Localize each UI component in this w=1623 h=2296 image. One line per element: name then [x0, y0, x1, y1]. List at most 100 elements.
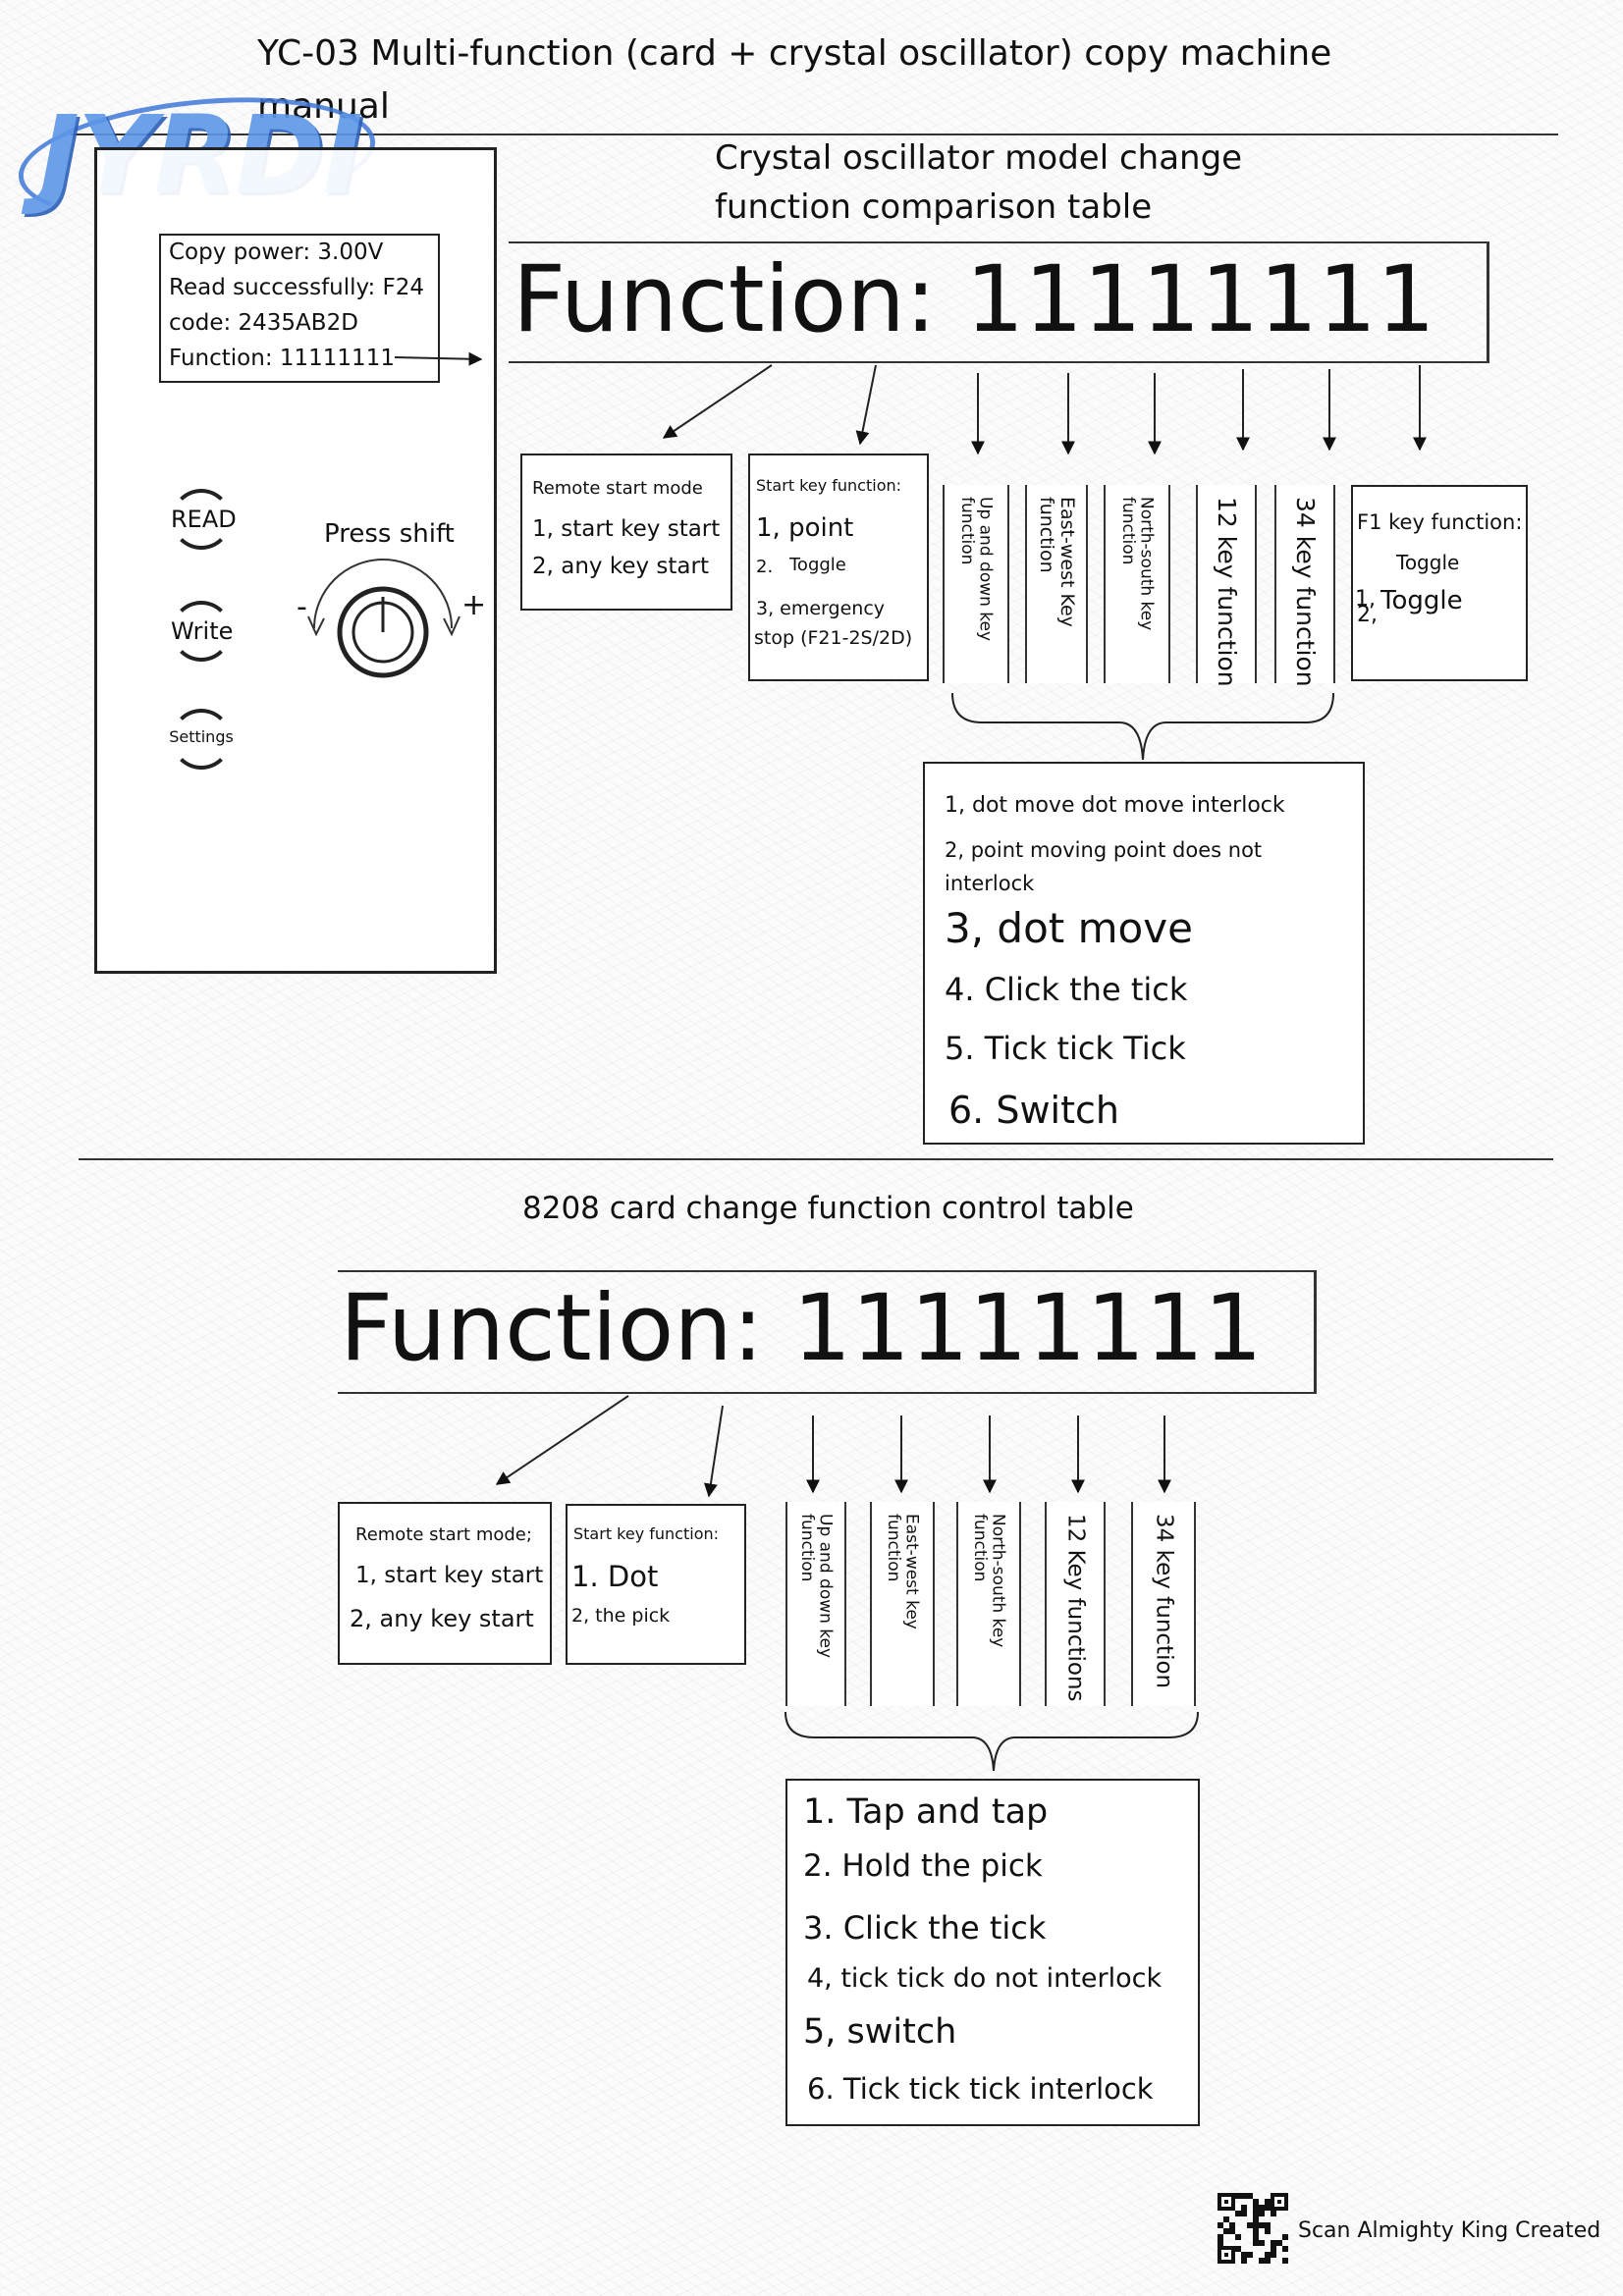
card-col-updown-label: Up and down key function [797, 1514, 836, 1659]
qr-code-icon [1217, 2193, 1288, 2264]
crystal-col-34key-label: 34 key function [1290, 497, 1320, 687]
crystal-option-4: 4. Click the tick [945, 971, 1188, 1008]
settings-button-label: Settings [169, 727, 234, 746]
card-col-northsouth: North-south key function [956, 1502, 1021, 1706]
crystal-remote-start-item1: 1, start key start [532, 516, 721, 542]
crystal-start-key-box: Start key function: 1, point 2. Toggle 3… [748, 454, 929, 681]
knob-minus: - [297, 590, 307, 624]
crystal-brace [951, 692, 1334, 761]
header-rule [71, 133, 1558, 135]
crystal-col-12key: 12 key function [1196, 485, 1257, 687]
card-arrow-start-key [703, 1405, 724, 1498]
card-remote-start-title: Remote start mode; [355, 1524, 532, 1545]
crystal-col-eastwest-label: East-west Key function [1036, 497, 1078, 627]
arrow-remote-start [662, 364, 773, 439]
card-start-key-box: Start key function: 1. Dot 2, the pick [566, 1504, 746, 1665]
crystal-option-2: 2, point moving point does not [945, 838, 1263, 862]
card-start-key-item1: 1. Dot [571, 1560, 659, 1593]
crystal-remote-start-item2: 2, any key start [532, 554, 709, 579]
card-option-4: 4, tick tick do not interlock [807, 1963, 1163, 1994]
card-remote-start-item1: 1, start key start [355, 1563, 544, 1588]
read-button-label: READ [171, 506, 237, 533]
title-line-1: YC-03 Multi-function (card + crystal osc… [257, 33, 1332, 74]
card-option-2: 2. Hold the pick [803, 1848, 1043, 1884]
card-option-3: 3. Click the tick [803, 1909, 1047, 1947]
card-col-12key-label: 12 Key functions [1062, 1514, 1089, 1702]
settings-button-ring[interactable] [171, 709, 232, 770]
display-code: code: 2435AB2D [169, 310, 358, 336]
card-brace [784, 1711, 1199, 1772]
card-remote-start-box: Remote start mode; 1, start key start 2,… [338, 1502, 552, 1665]
crystal-table-title-1: Crystal oscillator model change [715, 138, 1243, 178]
shift-knob-icon[interactable] [307, 559, 460, 678]
crystal-option-3: 3, dot move [945, 904, 1193, 952]
card-function-code-bracket [338, 1270, 1317, 1394]
card-option-1: 1. Tap and tap [803, 1792, 1049, 1832]
card-col-34key-label: 34 key function [1151, 1514, 1177, 1689]
crystal-options-box: 1, dot move dot move interlock 2, point … [923, 762, 1365, 1145]
crystal-remote-start-title: Remote start mode [532, 478, 703, 499]
card-col-northsouth-label: North-south key function [970, 1514, 1008, 1648]
card-arrow-remote-start [495, 1395, 629, 1485]
crystal-f1-key-box: F1 key function: Toggle 1, 2, Toggle [1351, 485, 1528, 681]
crystal-col-updown-label: Up and down key function [957, 497, 996, 642]
card-col-12key: 12 Key functions [1045, 1502, 1106, 1706]
display-function: Function: 11111111 [169, 346, 395, 371]
crystal-f1-item2-num-b: 2, [1357, 603, 1378, 627]
card-col-eastwest: East-west key function [870, 1502, 935, 1706]
footer-credit: Scan Almighty King Created [1298, 2218, 1601, 2243]
crystal-f1-item2: Toggle [1380, 586, 1463, 615]
crystal-start-key-item2-num: 2. [756, 557, 774, 577]
card-options-box: 1. Tap and tap 2. Hold the pick 3. Click… [785, 1779, 1200, 2126]
crystal-start-key-item3-line2: stop (F21-2S/2D) [754, 627, 913, 649]
crystal-col-34key: 34 key function [1274, 485, 1335, 687]
display-copy-power: Copy power: 3.00V [169, 240, 384, 265]
card-start-key-item2: 2, the pick [571, 1605, 671, 1627]
card-col-eastwest-label: East-west key function [884, 1514, 922, 1629]
write-button-ring[interactable] [171, 601, 232, 662]
arrow-start-key [855, 364, 877, 446]
crystal-option-6: 6. Switch [948, 1089, 1119, 1132]
crystal-option-5: 5. Tick tick Tick [945, 1030, 1186, 1067]
knob-plus: + [461, 588, 487, 622]
crystal-col-northsouth-label: North-south key function [1118, 497, 1157, 631]
crystal-start-key-item2: Toggle [789, 555, 846, 575]
card-col-34key: 34 key function [1131, 1502, 1196, 1706]
crystal-start-key-title: Start key function: [756, 476, 902, 495]
card-remote-start-item2: 2, any key start [350, 1605, 534, 1632]
read-button-ring[interactable] [171, 489, 232, 550]
device-display: Copy power: 3.00V Read successfully: F24… [159, 234, 440, 383]
card-col-updown: Up and down key function [785, 1502, 846, 1706]
crystal-f1-item2-num: 1, [1355, 587, 1376, 612]
knob-label: Press shift [324, 519, 455, 549]
section-divider [79, 1158, 1553, 1160]
crystal-f1-title: F1 key function: [1357, 510, 1523, 534]
display-read-status: Read successfully: F24 [169, 275, 425, 300]
title-line-2: manual [257, 86, 390, 127]
crystal-col-northsouth: North-south key function [1104, 485, 1170, 683]
crystal-col-eastwest: East-west Key function [1025, 485, 1088, 683]
card-table-title: 8208 card change function control table [522, 1191, 1134, 1226]
card-option-5: 5, switch [803, 2012, 957, 2052]
card-option-6: 6. Tick tick tick interlock [807, 2072, 1154, 2106]
display-to-function-arrow [394, 351, 483, 366]
crystal-option-1: 1, dot move dot move interlock [945, 793, 1285, 818]
crystal-col-updown: Up and down key function [943, 485, 1009, 683]
crystal-function-code: Function: 11111111 [513, 246, 1435, 353]
crystal-remote-start-box: Remote start mode 1, start key start 2, … [520, 454, 732, 611]
card-function-code: Function: 11111111 [340, 1275, 1263, 1382]
crystal-col-12key-label: 12 key function [1212, 497, 1241, 687]
crystal-table-title-2: function comparison table [715, 187, 1153, 227]
crystal-start-key-item1: 1, point [756, 513, 854, 543]
crystal-option-2-cont: interlock [945, 872, 1035, 895]
crystal-function-code-bracket [509, 241, 1489, 363]
crystal-start-key-item3-line1: 3, emergency [756, 598, 886, 619]
crystal-f1-item1: Toggle [1396, 551, 1460, 574]
write-button-label: Write [171, 617, 234, 645]
card-start-key-title: Start key function: [573, 1524, 720, 1543]
